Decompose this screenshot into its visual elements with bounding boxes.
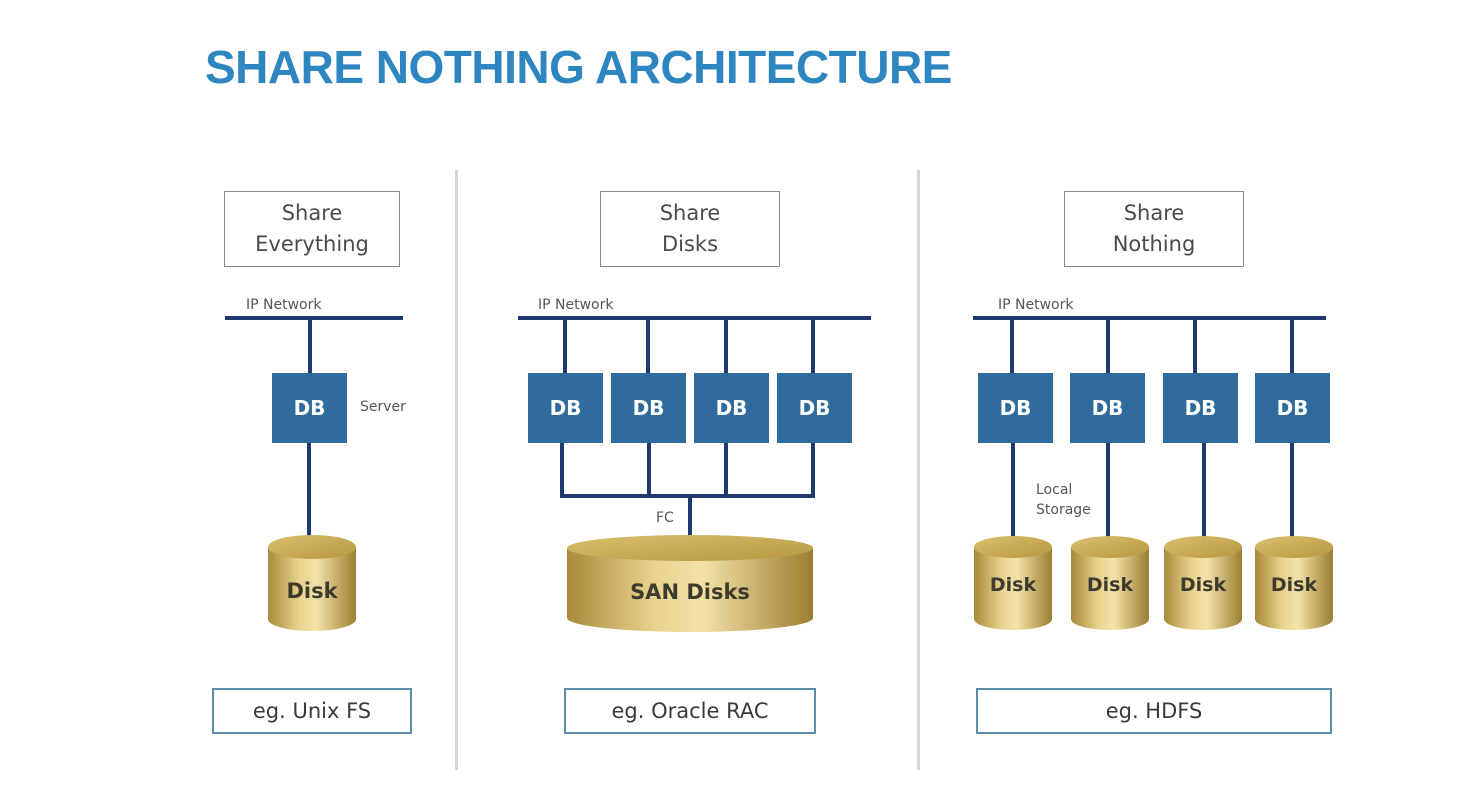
disk-cylinder: Disk: [1253, 534, 1335, 632]
network-to-db-line: [811, 318, 815, 374]
san-disk-cylinder-icon: [567, 535, 813, 632]
db-node: DB: [978, 373, 1053, 443]
example-box: eg. HDFS: [976, 688, 1332, 734]
network-label: IP Network: [246, 297, 322, 313]
disk-cylinder: Disk: [1069, 534, 1151, 632]
disk-label: Disk: [989, 574, 1037, 596]
ip-network-line: [225, 316, 403, 320]
disk-cylinder-icon: [1164, 536, 1242, 630]
disk-label: Disk: [1086, 574, 1134, 596]
network-to-db-line: [724, 318, 728, 374]
category-box: Share Disks: [600, 191, 780, 267]
fc-label: FC: [656, 510, 674, 526]
category-line-1: Share: [281, 201, 343, 225]
category-line-2: Disks: [661, 232, 719, 256]
server-label: Server: [360, 399, 406, 415]
db-to-fc-line: [724, 443, 728, 497]
db-to-fc-line: [811, 443, 815, 497]
disk-label: Disk: [1270, 574, 1318, 596]
db-to-disk-line: [1011, 443, 1015, 539]
db-node: DB: [1255, 373, 1330, 443]
category-box: Share Everything: [224, 191, 400, 267]
db-to-disk-line: [307, 443, 311, 539]
category-line-2: Everything: [255, 232, 369, 256]
local-storage-line-2: Storage: [1036, 502, 1091, 518]
network-to-db-line: [563, 318, 567, 374]
disk-label: Disk: [286, 579, 338, 603]
db-node: DB: [777, 373, 852, 443]
san-disk-cylinder: SAN Disks: [565, 534, 815, 634]
disk-cylinder: Disk: [972, 534, 1054, 632]
category-line-1: Share: [1123, 201, 1185, 225]
db-to-fc-line: [560, 443, 564, 497]
network-to-db-line: [1106, 318, 1110, 374]
db-node: DB: [694, 373, 769, 443]
example-box: eg. Unix FS: [212, 688, 412, 734]
category-box: Share Nothing: [1064, 191, 1244, 267]
network-label: IP Network: [538, 297, 614, 313]
ip-network-line: [973, 316, 1326, 320]
db-server: DB: [272, 373, 347, 443]
db-to-fc-line: [647, 443, 651, 497]
network-to-db-line: [1010, 318, 1014, 374]
local-storage-label: Local Storage: [1036, 480, 1091, 520]
san-disk-label: SAN Disks: [630, 580, 750, 604]
fc-bus-line: [560, 494, 815, 498]
example-box: eg. Oracle RAC: [564, 688, 816, 734]
category-line-1: Share: [659, 201, 721, 225]
db-to-disk-line: [1290, 443, 1294, 539]
divider-left: [455, 170, 458, 770]
category-line-2: Nothing: [1112, 232, 1196, 256]
network-label: IP Network: [998, 297, 1074, 313]
db-node: DB: [1163, 373, 1238, 443]
db-node: DB: [528, 373, 603, 443]
network-to-db-line: [646, 318, 650, 374]
disk-cylinder-icon: [268, 535, 356, 631]
disk-cylinder-icon: [1255, 536, 1333, 630]
network-to-db-line: [1193, 318, 1197, 374]
network-to-db-line: [1290, 318, 1294, 374]
db-node: DB: [611, 373, 686, 443]
db-node: DB: [1070, 373, 1145, 443]
disk-cylinder-icon: [974, 536, 1052, 630]
divider-right: [917, 170, 920, 770]
ip-network-line: [518, 316, 871, 320]
db-to-disk-line: [1106, 443, 1110, 539]
page-title: SHARE NOTHING ARCHITECTURE: [205, 41, 952, 93]
fc-to-san-line: [688, 496, 692, 538]
network-to-db-line: [308, 318, 312, 374]
disk-cylinder-icon: [1071, 536, 1149, 630]
local-storage-line-1: Local: [1036, 482, 1073, 498]
db-to-disk-line: [1202, 443, 1206, 539]
disk-cylinder: Disk: [1162, 534, 1244, 632]
disk-cylinder: Disk: [266, 533, 358, 633]
disk-label: Disk: [1179, 574, 1227, 596]
